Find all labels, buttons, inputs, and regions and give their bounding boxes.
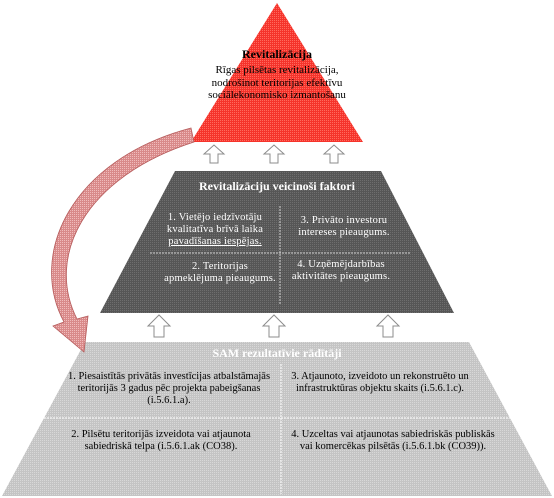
middle-trapezoid xyxy=(100,171,454,313)
factor-item-1: 1. Vietējo iedzīvotāju kvalitatīva brīvā… xyxy=(150,212,280,248)
bottom-trapezoid xyxy=(2,342,552,496)
top-triangle xyxy=(191,3,363,142)
up-arrow-icon xyxy=(146,314,172,338)
block-arrows-upper xyxy=(202,144,346,164)
middle-title: Revitalizāciju veicinoši faktori xyxy=(199,179,355,193)
curved-arrow-icon xyxy=(51,127,195,353)
up-arrow-icon xyxy=(262,144,286,164)
factor-item-2: 2. Teritorijas apmeklējuma pieaugums. xyxy=(164,261,276,285)
block-arrows-lower xyxy=(146,314,401,338)
bottom-title: SAM rezultatīvie rādītāji xyxy=(212,346,342,360)
factor-item-1-line1: 1. Vietējo iedzīvotāju kvalitatīva brīvā… xyxy=(166,212,264,236)
indicator-item-1: 1. Piesaistītās privātās investīcijas at… xyxy=(67,371,271,407)
factor-item-4: 4. Uzņēmējdarbības aktivitātes pieaugums… xyxy=(291,259,391,283)
top-description: Rīgas pilsētas revitalizācija, nodrošino… xyxy=(208,64,346,102)
up-arrow-icon xyxy=(261,314,287,338)
indicator-item-3: 3. Atjaunoto, izveidoto un rekonstruēto … xyxy=(291,371,469,395)
indicator-item-4: 4. Uzceltas vai atjaunotas sabiedriskās … xyxy=(291,429,495,453)
top-title: Revitalizācija xyxy=(242,47,312,61)
up-arrow-icon xyxy=(202,144,226,164)
indicator-item-2: 2. Pilsētu teritorijās izveidota vai atj… xyxy=(71,429,251,453)
up-arrow-icon xyxy=(322,144,346,164)
factor-item-3: 3. Privāto investoru intereses pieaugums… xyxy=(298,215,390,239)
factor-item-1-line2: pavadīšanas iespējas. xyxy=(168,236,262,248)
up-arrow-icon xyxy=(375,314,401,338)
